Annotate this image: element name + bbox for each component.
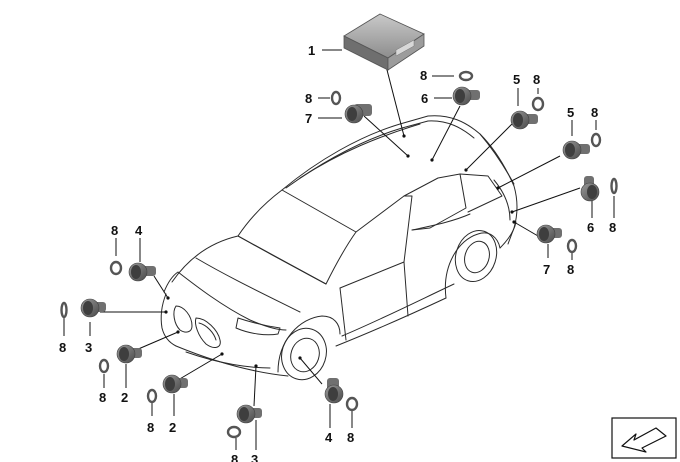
callout-8: 8	[111, 223, 118, 238]
callout-8: 8	[420, 68, 427, 83]
callout-4: 4	[325, 430, 333, 445]
sensor-4-bottom	[324, 378, 344, 404]
callout-labels: 1 8 8 7 6 5 8 5 8 6 8 7 8 8 4 8 3 2 8 8 …	[59, 43, 616, 462]
callout-8: 8	[609, 220, 616, 235]
arrow-icon	[611, 417, 677, 459]
callout-7: 7	[305, 111, 312, 126]
sensor-2-left	[116, 344, 142, 364]
callout-8: 8	[533, 72, 540, 87]
callout-8: 8	[567, 262, 574, 277]
sensor-4-left	[128, 262, 156, 282]
callout-6: 6	[421, 91, 428, 106]
vehicle-outline	[160, 115, 518, 381]
sensor-7-top	[344, 104, 372, 124]
callout-8: 8	[147, 420, 154, 435]
sensor-3-bottom	[236, 404, 262, 424]
callout-1: 1	[308, 43, 315, 58]
callout-8: 8	[305, 91, 312, 106]
sensor-3-left	[80, 298, 106, 318]
callout-7: 7	[543, 262, 550, 277]
sensor-2-bottom	[162, 374, 188, 394]
callout-3: 3	[85, 340, 92, 355]
sensor-7-right	[536, 224, 562, 244]
callout-2: 2	[169, 420, 176, 435]
sensor-5-top	[510, 110, 538, 130]
callout-3: 3	[251, 452, 258, 462]
callout-2: 2	[121, 390, 128, 405]
callout-4: 4	[135, 223, 143, 238]
callout-8: 8	[59, 340, 66, 355]
callout-5: 5	[567, 105, 574, 120]
callout-6: 6	[587, 220, 594, 235]
ring-parts	[60, 70, 618, 439]
sensor-5-right	[562, 140, 590, 160]
control-unit	[343, 13, 425, 71]
leader-lines	[63, 49, 615, 450]
sensor-6-right	[580, 176, 600, 202]
callout-5: 5	[513, 72, 520, 87]
callout-8: 8	[347, 430, 354, 445]
callout-8: 8	[591, 105, 598, 120]
sensor-6-top	[452, 86, 480, 106]
callout-8: 8	[99, 390, 106, 405]
callout-8: 8	[231, 452, 238, 462]
